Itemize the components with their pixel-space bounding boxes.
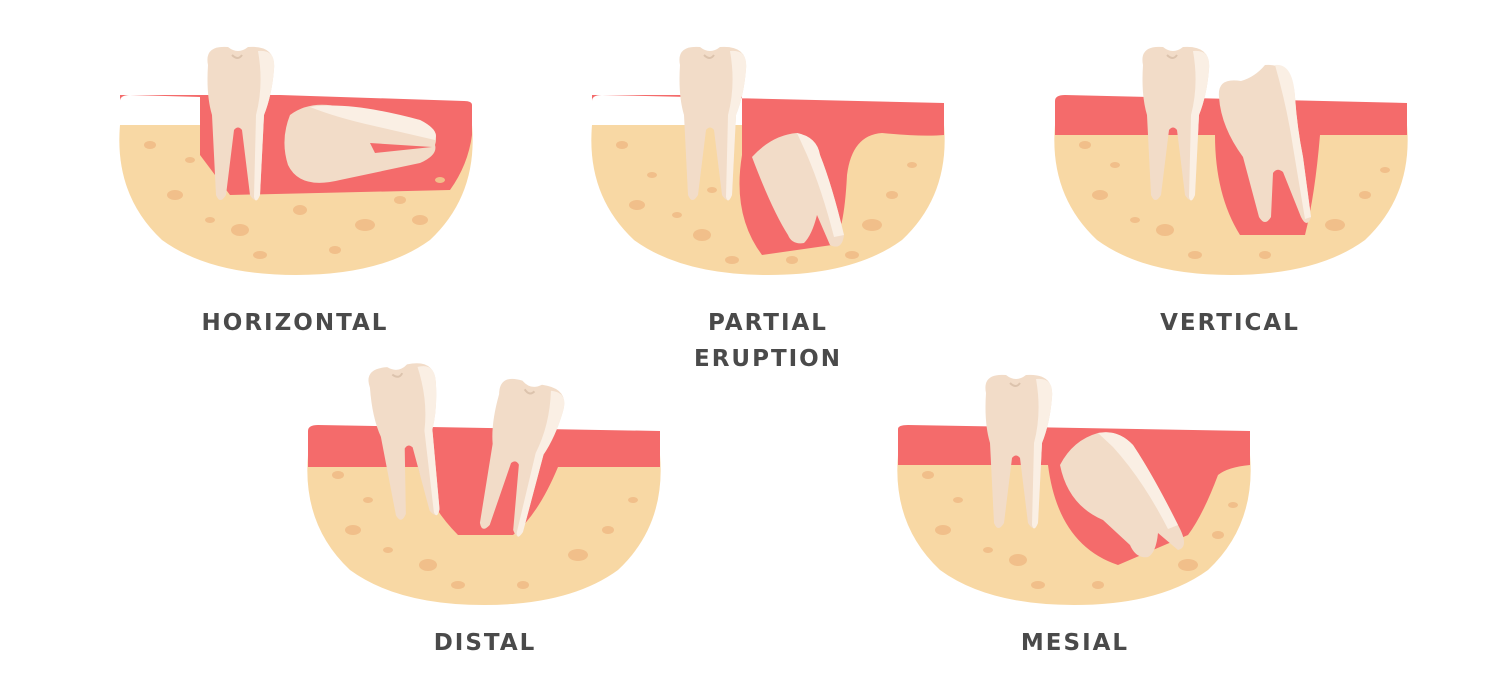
panel-mesial: [897, 373, 1251, 605]
bone-spots: [332, 471, 638, 589]
panel-vertical: [1054, 45, 1408, 275]
label-line: ERUPTION: [693, 346, 842, 372]
impacted-tooth: [1060, 432, 1184, 558]
panel-distal: [307, 359, 661, 605]
label-line: PARTIAL: [708, 310, 828, 336]
gum: [1055, 95, 1407, 235]
label-line: HORIZONTAL: [201, 310, 389, 336]
bone-spots: [1079, 141, 1390, 259]
bone-spots: [616, 141, 917, 264]
label-horizontal: HORIZONTAL: [195, 305, 395, 341]
label-distal: DISTAL: [385, 625, 585, 661]
label-mesial: MESIAL: [975, 625, 1175, 661]
bone-spots: [922, 471, 1238, 589]
label-line: MESIAL: [1020, 630, 1130, 656]
panel-horizontal: [119, 45, 473, 275]
label-line: DISTAL: [433, 630, 537, 656]
panel-partial-eruption: [591, 45, 945, 275]
label-line: VERTICAL: [1160, 310, 1300, 336]
label-partial-eruption: PARTIAL ERUPTION: [668, 305, 868, 377]
bone-spots: [144, 141, 445, 259]
label-vertical: VERTICAL: [1130, 305, 1330, 341]
